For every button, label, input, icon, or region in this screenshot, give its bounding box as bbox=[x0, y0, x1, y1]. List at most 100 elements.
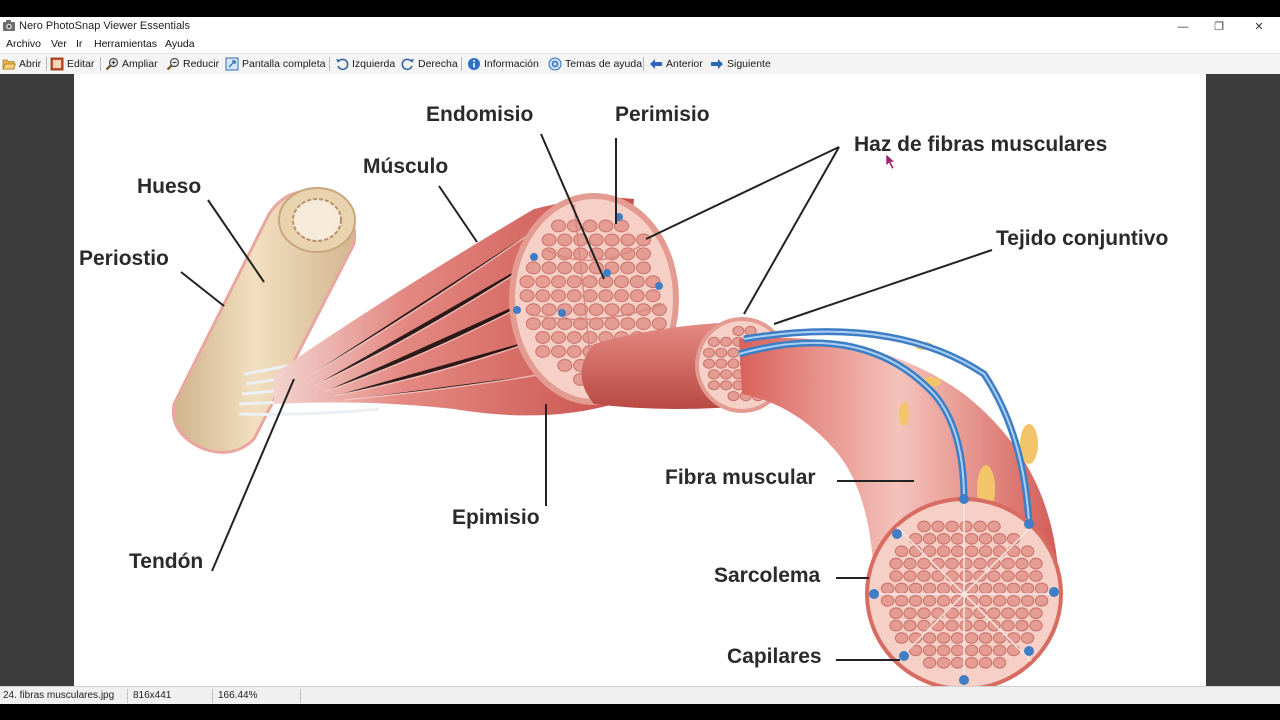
cell bbox=[551, 275, 566, 289]
cell bbox=[973, 557, 987, 570]
cell bbox=[1001, 619, 1015, 632]
zoom-out-icon bbox=[166, 57, 180, 71]
menu-ver[interactable]: Ver bbox=[51, 38, 67, 50]
app-icon bbox=[3, 20, 15, 31]
cell bbox=[636, 303, 651, 317]
label-endomisio: Endomisio bbox=[426, 103, 534, 126]
cell bbox=[1020, 582, 1035, 595]
cell bbox=[917, 557, 931, 570]
status-bar: 24. fibras musculares.jpg 816x441 166.44… bbox=[0, 686, 1280, 705]
cell bbox=[727, 391, 740, 402]
cell bbox=[894, 632, 909, 644]
cell bbox=[1015, 607, 1029, 620]
cell bbox=[908, 644, 923, 657]
fullscreen-button[interactable]: Pantalla completa bbox=[225, 56, 325, 72]
menu-ir[interactable]: Ir bbox=[76, 38, 83, 50]
cell bbox=[992, 533, 1007, 545]
cell bbox=[651, 317, 667, 331]
cell bbox=[525, 317, 541, 331]
open-button[interactable]: Abrir bbox=[2, 56, 41, 72]
menu-herramientas[interactable]: Herramientas bbox=[94, 38, 158, 50]
edit-image-icon bbox=[50, 57, 64, 71]
cell bbox=[936, 644, 951, 657]
menu-ayuda[interactable]: Ayuda bbox=[165, 38, 195, 50]
cell bbox=[987, 607, 1001, 620]
cell bbox=[604, 233, 620, 247]
image-canvas[interactable]: Hueso Periostio Músculo Endomisio Perimi… bbox=[74, 74, 1206, 686]
cell bbox=[880, 582, 895, 595]
arrow-right-icon bbox=[711, 59, 723, 69]
cell bbox=[557, 233, 573, 247]
cell bbox=[1001, 570, 1015, 582]
minimize-button[interactable]: — bbox=[1164, 17, 1202, 36]
cell bbox=[945, 520, 959, 533]
cell bbox=[720, 369, 733, 380]
cell bbox=[894, 595, 909, 607]
cell bbox=[1015, 570, 1029, 582]
cell bbox=[1001, 607, 1015, 620]
restore-icon: ❐ bbox=[1214, 21, 1224, 33]
cell bbox=[978, 545, 993, 558]
label-haz-fibras: Haz de fibras musculares bbox=[854, 133, 1108, 156]
next-button[interactable]: Siguiente bbox=[710, 56, 771, 72]
cell bbox=[959, 520, 973, 533]
cell bbox=[573, 317, 589, 331]
cell bbox=[922, 632, 937, 644]
cell bbox=[582, 219, 598, 233]
cell bbox=[936, 582, 951, 595]
zoom-out-button[interactable]: Reducir bbox=[166, 56, 219, 72]
cell bbox=[908, 533, 923, 545]
previous-button[interactable]: Anterior bbox=[649, 56, 703, 72]
menu-archivo[interactable]: Archivo bbox=[6, 38, 42, 50]
open-label: Abrir bbox=[19, 58, 42, 70]
rotate-left-button[interactable]: Izquierda bbox=[335, 56, 395, 72]
cell bbox=[707, 336, 720, 347]
cell bbox=[620, 303, 636, 317]
title-bar[interactable]: Nero PhotoSnap Viewer Essentials — ❐ ✕ bbox=[0, 17, 1280, 36]
cell bbox=[588, 303, 604, 317]
cell bbox=[541, 261, 557, 275]
zoom-in-label: Ampliar bbox=[122, 58, 158, 70]
status-filename: 24. fibras musculares.jpg bbox=[3, 690, 115, 701]
toolbar-separator bbox=[461, 57, 462, 71]
zoom-in-icon bbox=[105, 57, 119, 71]
cell bbox=[720, 380, 733, 391]
image-viewer[interactable]: Hueso Periostio Músculo Endomisio Perimi… bbox=[0, 74, 1280, 686]
help-button[interactable]: Temas de ayuda bbox=[548, 56, 642, 72]
zoom-in-button[interactable]: Ampliar bbox=[105, 56, 158, 72]
previous-label: Anterior bbox=[666, 58, 703, 70]
label-capilares: Capilares bbox=[727, 645, 822, 668]
cell bbox=[889, 619, 903, 632]
cell bbox=[541, 233, 557, 247]
rotate-right-button[interactable]: Derecha bbox=[401, 56, 458, 72]
label-tejido-conjuntivo: Tejido conjuntivo bbox=[996, 227, 1169, 250]
info-button[interactable]: Información bbox=[467, 56, 539, 72]
cell bbox=[1015, 619, 1029, 632]
cell bbox=[573, 303, 589, 317]
cell bbox=[987, 520, 1001, 533]
cell bbox=[964, 644, 979, 657]
cell bbox=[992, 632, 1007, 644]
cell bbox=[922, 595, 937, 607]
cell bbox=[566, 275, 582, 289]
cell bbox=[978, 657, 993, 669]
cell bbox=[1006, 632, 1021, 644]
cell bbox=[703, 347, 715, 358]
cell bbox=[950, 657, 965, 669]
cell bbox=[973, 570, 987, 582]
cell bbox=[519, 275, 535, 289]
next-label: Siguiente bbox=[727, 58, 771, 70]
cell bbox=[707, 369, 720, 380]
cell bbox=[1006, 545, 1021, 558]
close-button[interactable]: ✕ bbox=[1240, 17, 1278, 36]
cell bbox=[715, 358, 728, 369]
bone bbox=[171, 187, 357, 454]
cell bbox=[950, 644, 965, 657]
restore-button[interactable]: ❐ bbox=[1200, 17, 1238, 36]
cell bbox=[541, 317, 557, 331]
cell bbox=[931, 570, 945, 582]
toolbar-separator bbox=[100, 57, 101, 71]
edit-button[interactable]: Editar bbox=[50, 56, 94, 72]
app-window: Nero PhotoSnap Viewer Essentials — ❐ ✕ A… bbox=[0, 17, 1280, 705]
cell bbox=[620, 261, 636, 275]
